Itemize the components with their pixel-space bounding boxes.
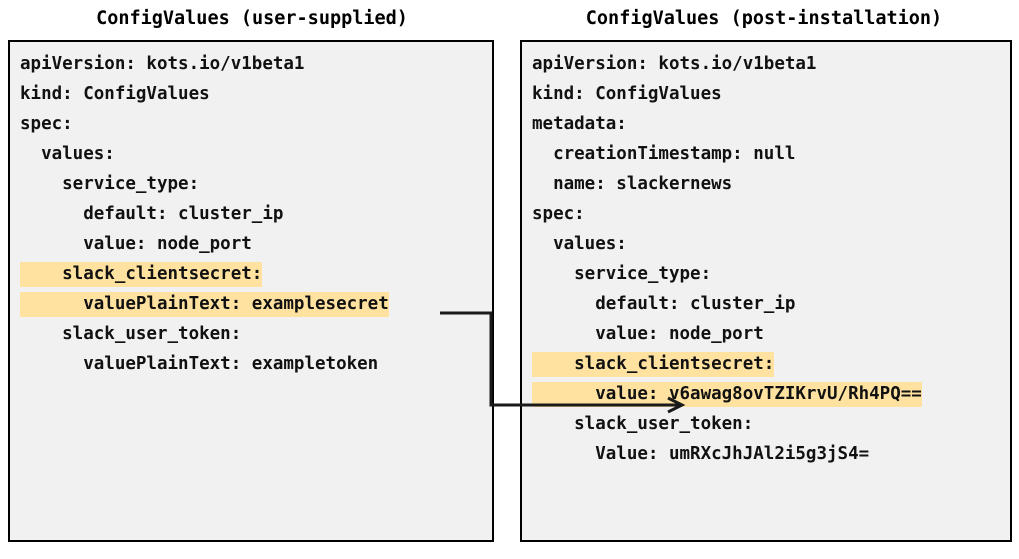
- panel-user-supplied: ConfigValues (user-supplied) apiVersion:…: [0, 0, 504, 559]
- code-line-text: apiVersion: kots.io/v1beta1: [20, 54, 305, 74]
- code-line-text: slack_user_token:: [20, 324, 242, 344]
- code-line: service_type:: [532, 259, 1010, 289]
- code-box-post-installation: apiVersion: kots.io/v1beta1 kind: ConfigV…: [520, 40, 1012, 542]
- code-line: valuePlainText: exampletoken: [20, 349, 492, 379]
- code-line: apiVersion: kots.io/v1beta1: [20, 49, 492, 79]
- code-line: apiVersion: kots.io/v1beta1: [532, 49, 1010, 79]
- code-line: default: cluster_ip: [20, 199, 492, 229]
- code-line-text: metadata:: [532, 114, 627, 134]
- code-line: name: slackernews: [532, 169, 1010, 199]
- code-line-text: slack_user_token:: [532, 414, 754, 434]
- code-line-text: name: slackernews: [532, 174, 733, 194]
- code-line: metadata:: [532, 109, 1010, 139]
- code-line: slack_clientsecret:: [532, 349, 1010, 379]
- code-line: value: node_port: [532, 319, 1010, 349]
- code-line: kind: ConfigValues: [20, 79, 492, 109]
- code-line: spec:: [20, 109, 492, 139]
- code-line: values:: [20, 139, 492, 169]
- code-line: slack_clientsecret:: [20, 259, 492, 289]
- code-line-text: Value: umRXcJhJAl2i5g3jS4=: [532, 444, 870, 464]
- code-line-text: service_type:: [532, 264, 712, 284]
- panel-title-post-installation: ConfigValues (post-installation): [585, 8, 943, 29]
- code-line: value: node_port: [20, 229, 492, 259]
- code-line: spec:: [532, 199, 1010, 229]
- code-line-text: values:: [532, 234, 627, 254]
- code-line: slack_user_token:: [532, 409, 1010, 439]
- code-line-text: apiVersion: kots.io/v1beta1: [532, 54, 817, 74]
- code-line-text: creationTimestamp: null: [532, 144, 796, 164]
- code-line-text: kind: ConfigValues: [532, 84, 722, 104]
- code-line-text: default: cluster_ip: [532, 294, 796, 314]
- code-line: service_type:: [20, 169, 492, 199]
- code-lines-post-installation: apiVersion: kots.io/v1beta1 kind: ConfigV…: [532, 49, 1010, 469]
- code-box-user-supplied: apiVersion: kots.io/v1beta1 kind: ConfigV…: [8, 40, 494, 542]
- code-line-text: default: cluster_ip: [20, 204, 284, 224]
- panel-title-user-supplied: ConfigValues (user-supplied): [96, 8, 408, 29]
- code-line: valuePlainText: examplesecret: [20, 289, 492, 319]
- code-line-text: kind: ConfigValues: [20, 84, 210, 104]
- code-line-text: valuePlainText: exampletoken: [20, 354, 379, 374]
- code-line-text: valuePlainText: examplesecret: [20, 292, 389, 317]
- code-lines-user-supplied: apiVersion: kots.io/v1beta1 kind: ConfigV…: [20, 49, 492, 379]
- code-line: default: cluster_ip: [532, 289, 1010, 319]
- code-line: Value: umRXcJhJAl2i5g3jS4=: [532, 439, 1010, 469]
- code-line-text: slack_clientsecret:: [20, 262, 263, 287]
- code-line-text: value: v6awag8ovTZIKrvU/Rh4PQ==: [532, 382, 922, 407]
- code-line-text: values:: [20, 144, 115, 164]
- code-line-text: slack_clientsecret:: [532, 352, 775, 377]
- panel-post-installation: ConfigValues (post-installation) apiVers…: [512, 0, 1016, 559]
- code-line-text: spec:: [20, 114, 73, 134]
- code-line: slack_user_token:: [20, 319, 492, 349]
- code-line: kind: ConfigValues: [532, 79, 1010, 109]
- code-line-text: value: node_port: [532, 324, 764, 344]
- code-line-text: service_type:: [20, 174, 200, 194]
- code-line: values:: [532, 229, 1010, 259]
- code-line: creationTimestamp: null: [532, 139, 1010, 169]
- code-line-text: value: node_port: [20, 234, 252, 254]
- code-line-text: spec:: [532, 204, 585, 224]
- code-line: value: v6awag8ovTZIKrvU/Rh4PQ==: [532, 379, 1010, 409]
